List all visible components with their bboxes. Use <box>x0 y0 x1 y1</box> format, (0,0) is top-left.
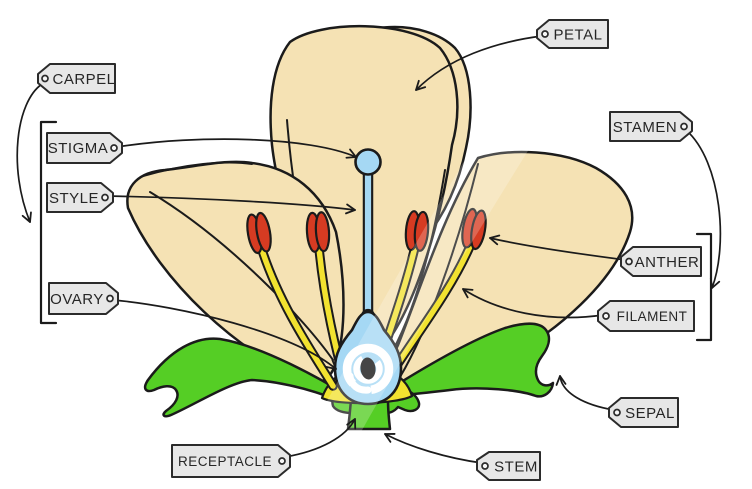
anther-1 <box>246 211 272 255</box>
left-petal-fold <box>142 161 253 177</box>
ovary-tag-hole <box>106 294 114 303</box>
label-tag-petal: PETAL <box>536 19 609 49</box>
carpel-tag-hole <box>41 74 49 83</box>
anther-tag-hole <box>625 257 633 266</box>
anther-4 <box>461 207 487 251</box>
ovary-wall-ring <box>342 343 394 395</box>
stem-tag-hole <box>481 462 489 470</box>
receptacle-label: RECEPTACLE <box>178 454 272 469</box>
stigma-shape <box>354 148 382 176</box>
sepal-leader-arrow <box>555 375 615 411</box>
ovary-inner-ring <box>353 354 383 384</box>
petal-label: PETAL <box>554 27 603 44</box>
label-tag-stem: STEM <box>476 451 541 481</box>
ovary-label: OVARY <box>50 291 104 308</box>
petal-tag-hole <box>541 30 549 38</box>
watermark-band <box>300 70 560 470</box>
sepal-tag-hole <box>613 408 621 417</box>
style-label: STYLE <box>49 190 99 207</box>
ovary-leader-arrow <box>112 299 337 370</box>
anther-label: ANTHER <box>635 254 700 271</box>
filament-leader-arrow <box>462 288 604 319</box>
style-leader-arrow <box>107 195 356 215</box>
filament-1 <box>259 247 336 389</box>
stem-shape <box>346 398 392 431</box>
style-tag-hole <box>101 193 109 202</box>
stem-leader-arrow <box>384 433 483 464</box>
label-tag-stamen: STAMEN <box>609 111 693 142</box>
carpel-leader-arrow <box>16 83 43 223</box>
carpel-group <box>333 148 403 406</box>
stigma-tag-hole <box>110 144 118 152</box>
stem-label: STEM <box>494 459 538 476</box>
label-tag-carpel: CARPEL <box>37 63 116 94</box>
label-tag-stigma: STIGMA <box>46 132 123 164</box>
stamen-label: STAMEN <box>613 119 677 136</box>
left-petal-crease <box>149 191 334 361</box>
carpel-label: CARPEL <box>52 71 115 88</box>
stamen-leader-arrow <box>685 129 722 289</box>
right-petal-crease <box>399 163 479 378</box>
right-sepal-shape <box>383 322 555 398</box>
petal-leader-arrow <box>415 35 543 91</box>
label-tag-style: STYLE <box>46 182 114 213</box>
filament-tag-hole <box>602 312 610 320</box>
label-tag-receptacle: RECEPTACLE <box>171 444 291 478</box>
carpel-bracket <box>39 120 58 325</box>
sepal-label: SEPAL <box>625 405 675 422</box>
receptacle-leader-arrow <box>284 418 357 458</box>
top-petal-crease-right <box>391 169 446 353</box>
ovule-shape <box>360 357 376 380</box>
label-tag-ovary: OVARY <box>48 282 119 315</box>
stigma-label: STIGMA <box>48 140 109 157</box>
filament-label: FILAMENT <box>617 309 688 324</box>
label-tag-anther: ANTHER <box>620 246 702 277</box>
receptacle-tag-hole <box>278 457 286 465</box>
stigma-leader-arrow <box>116 138 357 159</box>
stamen-tag-hole <box>680 122 688 131</box>
anther-2 <box>305 211 331 253</box>
label-tag-filament: FILAMENT <box>597 300 695 332</box>
anther-3 <box>404 210 430 252</box>
anther-leader-arrow <box>489 234 627 261</box>
ovary-wall-hook <box>346 372 372 394</box>
label-tag-sepal: SEPAL <box>608 397 679 428</box>
anthers <box>246 207 487 255</box>
left-sepal-shape <box>143 337 360 418</box>
